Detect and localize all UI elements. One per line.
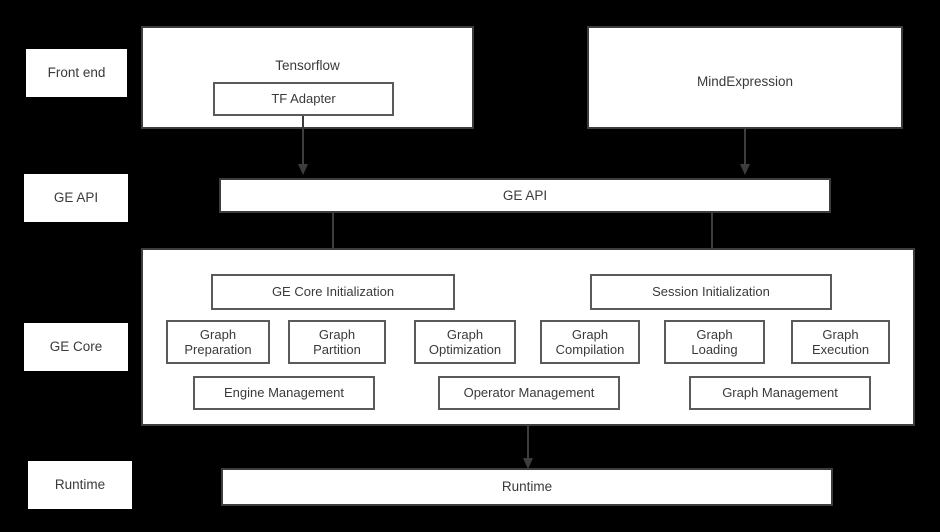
- operator-management-box[interactable]: Operator Management: [438, 376, 620, 410]
- layer-label-runtime: Runtime: [28, 461, 132, 509]
- mindexpression-title: MindExpression: [696, 74, 794, 89]
- module-graph-preparation[interactable]: Graph Preparation: [166, 320, 270, 364]
- graph-management-box[interactable]: Graph Management: [689, 376, 871, 410]
- module-graph-loading[interactable]: Graph Loading: [664, 320, 765, 364]
- layer-label-front-end: Front end: [26, 49, 127, 97]
- tf-adapter-box[interactable]: TF Adapter: [213, 82, 394, 116]
- module-graph-execution[interactable]: Graph Execution: [791, 320, 890, 364]
- layer-label-ge-core: GE Core: [24, 323, 128, 371]
- tensorflow-title: Tensorflow: [275, 58, 340, 73]
- engine-management-box[interactable]: Engine Management: [193, 376, 375, 410]
- module-graph-compilation[interactable]: Graph Compilation: [540, 320, 640, 364]
- mindexpression-container: MindExpression: [587, 26, 903, 129]
- runtime-bar[interactable]: Runtime: [221, 468, 833, 506]
- layer-label-ge-api: GE API: [24, 174, 128, 222]
- ge-core-initialization-box[interactable]: GE Core Initialization: [211, 274, 455, 310]
- ge-api-bar[interactable]: GE API: [219, 178, 831, 213]
- session-initialization-box[interactable]: Session Initialization: [590, 274, 832, 310]
- tf-adapter-stub-line: [302, 116, 304, 129]
- module-graph-optimization[interactable]: Graph Optimization: [414, 320, 516, 364]
- module-graph-partition[interactable]: Graph Partition: [288, 320, 386, 364]
